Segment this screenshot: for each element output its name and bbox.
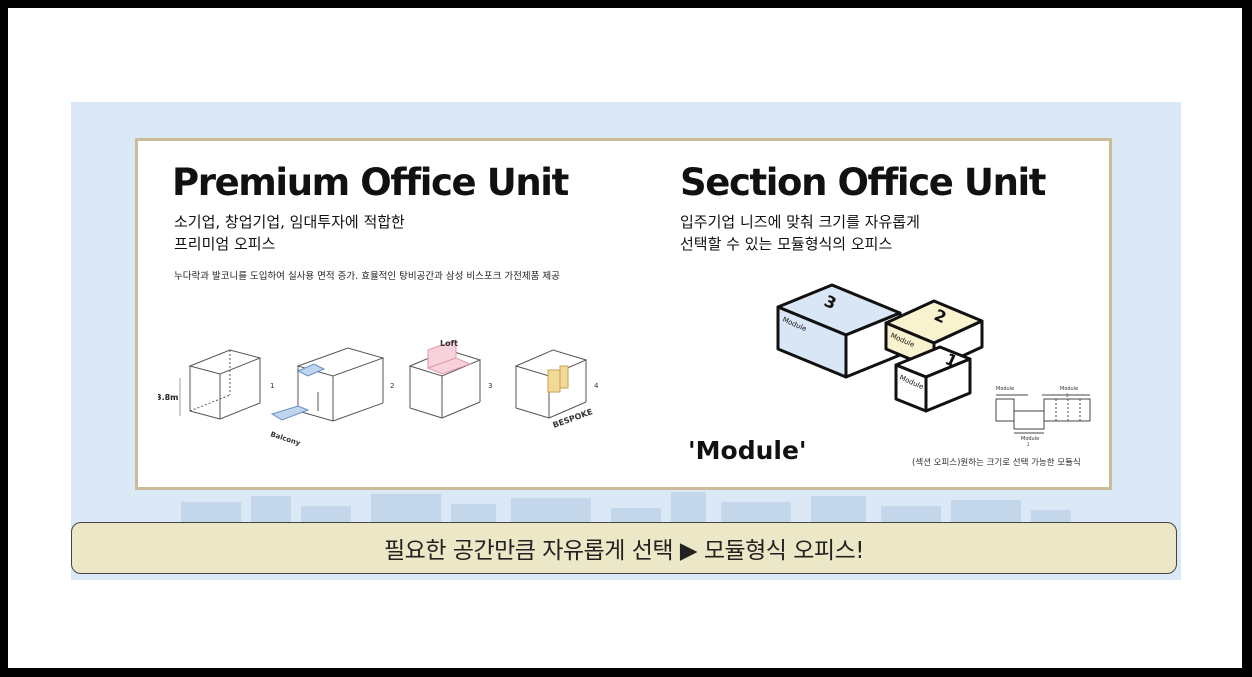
premium-subtitle-line1: 소기업, 창업기업, 임대투자에 적합한 [174, 213, 405, 231]
step-label-4: 4 [594, 382, 599, 390]
plan-number-label-2: 2 [1027, 442, 1030, 447]
module-3-block [776, 283, 902, 379]
bottom-cta-text: 필요한 공간만큼 자유롭게 선택 ▶ 모듈형식 오피스! [384, 538, 864, 564]
premium-subtitle-line2: 프리미엄 오피스 [174, 235, 276, 253]
bespoke-label: BESPOKE [552, 407, 594, 430]
premium-title: Premium Office Unit [172, 161, 569, 204]
balcony-floor-shape [270, 405, 310, 421]
loft-label: Loft [440, 339, 458, 348]
step-label-3: 3 [488, 382, 492, 390]
balcony-label: Balcony [269, 430, 301, 447]
section-subtitle-line1: 입주기업 니즈에 맞춰 크기를 자유롭게 [680, 213, 920, 231]
plan-module-label-1: Module [996, 386, 1014, 392]
step-label-1: 1 [270, 382, 274, 390]
module-1-block [894, 345, 972, 413]
plan-module-label-2: Module [1060, 386, 1078, 392]
page-frame: Premium Office Unit 소기업, 창업기업, 임대투자에 적합한… [8, 8, 1242, 668]
plan-module-label-3: Module [1021, 436, 1039, 442]
module-big-label: 'Module' [688, 436, 807, 465]
office-unit-card: Premium Office Unit 소기업, 창업기업, 임대투자에 적합한… [135, 138, 1112, 490]
premium-note: 누다락과 발코니를 도입하여 실사용 면적 증가. 효율적인 탕비공간과 삼성 … [174, 271, 560, 282]
section-title: Section Office Unit [680, 161, 1046, 204]
premium-unit-diagrams: 3.8m 1 2 3 4 Balcony Loft BESPOKE [158, 339, 599, 448]
plan-number-label-3: 3 [1066, 393, 1069, 398]
section-subtitle-line2: 선택할 수 있는 모듈형식의 오피스 [680, 235, 893, 253]
unit-box-1 [188, 349, 262, 420]
promo-banner: Premium Office Unit 소기업, 창업기업, 임대투자에 적합한… [71, 102, 1181, 580]
unit-box-4 [514, 349, 588, 419]
section-caption: (섹션 오피스)원하는 크기로 선택 가능한 모듈식 [912, 458, 1081, 468]
bespoke-appliance-shape [547, 369, 561, 393]
step-label-2: 2 [390, 382, 394, 390]
module-blocks-diagram: 3 2 1 Module Module Module [776, 283, 984, 413]
module-plan-diagram: Module Module Module 3 2 [995, 386, 1091, 447]
height-label: 3.8m [158, 393, 179, 402]
bottom-cta-bar: 필요한 공간만큼 자유롭게 선택 ▶ 모듈형식 오피스! [71, 522, 1177, 574]
unit-box-2 [296, 347, 385, 422]
balcony-shape [296, 363, 326, 377]
